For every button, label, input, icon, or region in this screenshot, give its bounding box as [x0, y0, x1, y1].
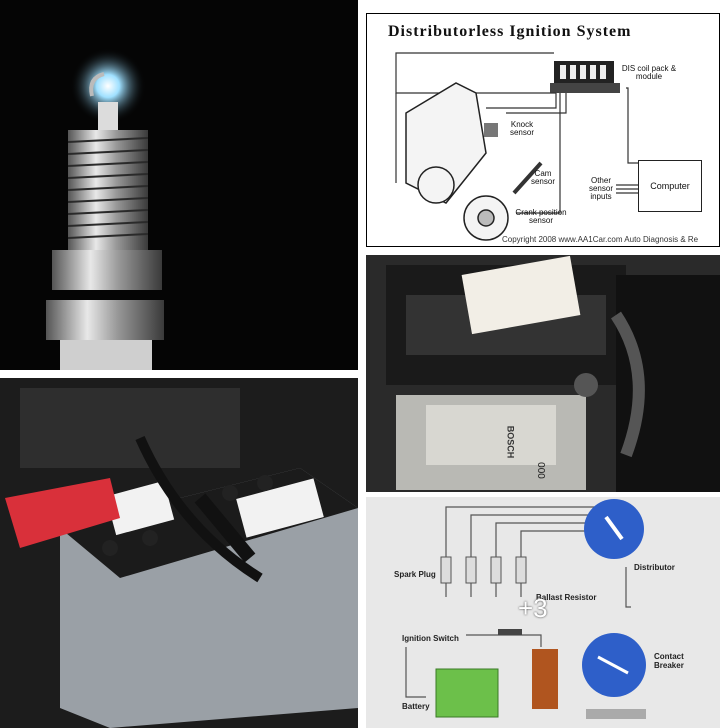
ecu-brand-label: BOSCH — [505, 425, 516, 459]
coil-pack-label: DIS coil pack & module — [621, 64, 677, 81]
battery-label: Battery — [402, 702, 430, 711]
diagram-title: Distributorless Ignition System — [388, 23, 632, 40]
dis-diagram-lines — [366, 13, 720, 247]
plus-three-overlay: +3 — [518, 593, 548, 623]
battery-graphic — [435, 668, 499, 718]
spark-plug-threads — [67, 130, 149, 250]
conventional-diagram-lines — [366, 497, 720, 728]
spark-plug-label: Spark Plug — [394, 570, 436, 579]
distributor-label: Distributor — [634, 563, 675, 572]
ignition-switch-label: Ignition Switch — [402, 634, 459, 643]
conventional-ignition-diagram: Spark Plug Distributor Ballast Resistor … — [366, 497, 720, 728]
ignition-coil — [532, 649, 558, 709]
copyright-text: Copyright 2008 www.AA1Car.com Auto Diagn… — [502, 235, 699, 244]
spark-glow — [70, 48, 146, 124]
computer-box: Computer — [638, 160, 702, 212]
spark-plug-photo — [0, 0, 358, 370]
ballast-resistor-label: Ballast Resistor — [536, 593, 597, 602]
battery-illustration — [0, 378, 358, 728]
dis-diagram: Distributorless Ignition System — [366, 13, 720, 247]
ecu-code-label: 000 — [534, 462, 546, 479]
crank-sensor-label: Crank position sensor — [515, 208, 567, 225]
cam-sensor-label: Cam sensor — [530, 169, 555, 186]
spark-plug-illustration — [46, 48, 164, 370]
knock-sensor-label: Knock sensor — [509, 120, 534, 137]
ecu-illustration — [366, 255, 720, 492]
battery-terminal-cover — [5, 478, 120, 548]
contact-breaker-label: Contact Breaker — [654, 652, 684, 670]
other-sensor-label: Other sensor inputs — [588, 176, 613, 201]
ecu-photo: BOSCH 000 — [366, 255, 720, 492]
battery-photo — [0, 378, 358, 728]
